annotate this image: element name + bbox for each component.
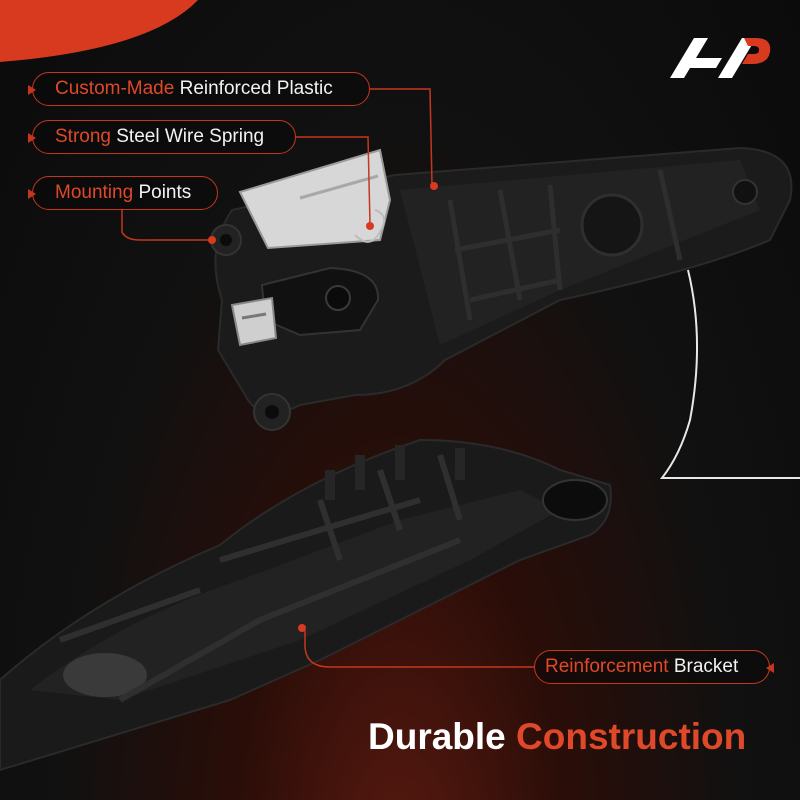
callout-accent-text: Reinforcement: [545, 656, 669, 677]
callout-marker: [28, 189, 36, 199]
callout-leader-lines: [121, 88, 534, 668]
corner-accent-shape: [0, 0, 198, 62]
upper-handle-bracket: [210, 146, 793, 431]
callout-marker: [766, 663, 774, 673]
callout-text: Reinforced Plastic: [174, 78, 333, 99]
lower-reinforcement-bracket: [0, 438, 612, 772]
brand-logo: [670, 38, 771, 78]
callout-reinforcement-bracket: Reinforcement Bracket: [534, 650, 774, 684]
callout-reinforced-plastic: Custom-Made Reinforced Plastic: [28, 72, 370, 106]
callout-accent-text: Strong: [55, 126, 111, 147]
callout-text: Bracket: [668, 656, 739, 677]
callout-marker: [28, 85, 36, 95]
headline: Durable Construction: [368, 716, 778, 758]
callout-steel-wire-spring: Strong Steel Wire Spring: [28, 120, 296, 154]
headline-main: Durable: [368, 716, 517, 757]
headline-accent: Construction: [516, 716, 747, 757]
callout-accent-text: Custom-Made: [55, 78, 175, 99]
callout-mounting-points: Mounting Points: [28, 176, 218, 210]
callout-text: Points: [133, 182, 192, 203]
callout-marker: [28, 133, 36, 143]
decorative-curve-line: [659, 269, 800, 479]
callout-accent-text: Mounting: [55, 182, 134, 203]
callout-text: Steel Wire Spring: [110, 126, 265, 147]
callout-target-dots: [208, 182, 438, 632]
